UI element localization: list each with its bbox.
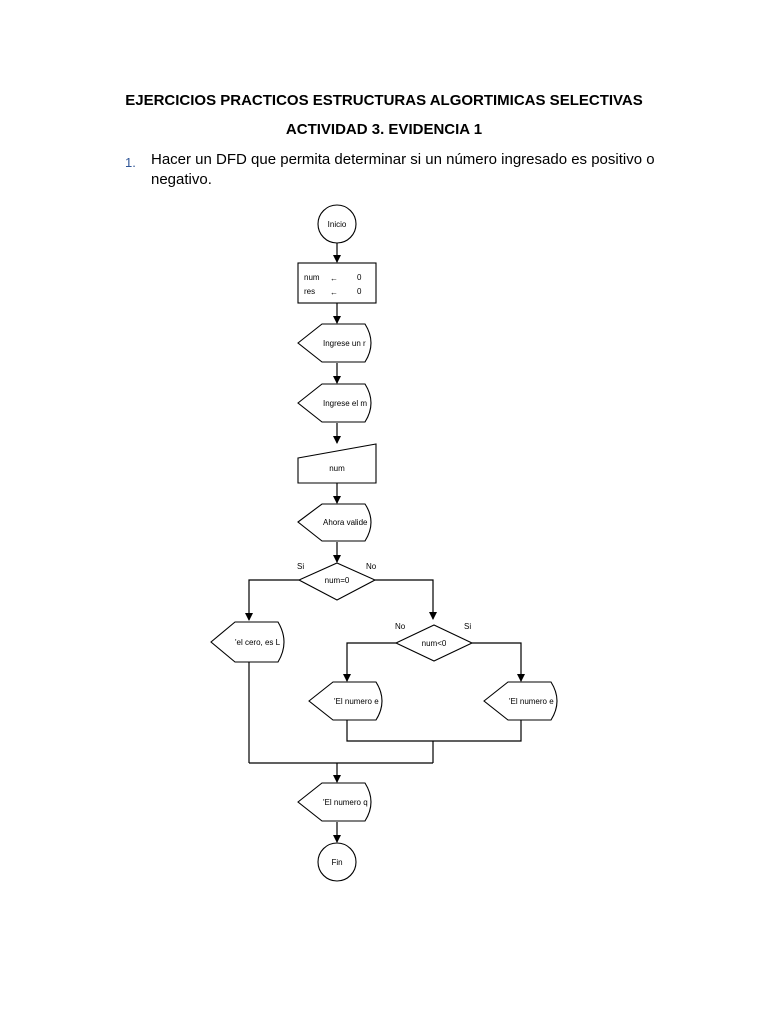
output-shape-right [483,681,558,721]
init-process-box [297,262,377,304]
init-val1: 0 [357,273,362,282]
init-var2: res [304,287,315,296]
connector-decision2-yes [472,642,525,682]
input-shape [297,443,377,484]
end-label: Fin [331,858,342,867]
output-label-right: 'El numero e [509,697,554,706]
connector-decision2-no [343,642,396,682]
connector-decision1-no [375,579,437,620]
input-label: num [329,464,345,473]
document-subtitle: ACTIVIDAD 3. EVIDENCIA 1 [285,121,483,138]
init-arrow2: ← [330,288,338,297]
output-shape-3 [297,503,372,542]
decision1-no-label: No [366,562,377,571]
output-label-final: 'El numero q [323,798,368,807]
start-terminal [317,204,357,244]
connector-decision1-yes [245,579,299,621]
output-shape-final [297,782,372,822]
document-title: EJERCICIOS PRACTICOS ESTRUCTURAS ALGORTI… [125,92,643,109]
decision2-no-label: No [395,622,406,631]
connector-merge-inner [346,719,522,742]
init-var1: num [304,273,320,282]
end-terminal [317,842,357,882]
decision2-yes-label: Si [464,622,471,631]
output-shape-2 [297,383,372,423]
output-label-1: Ingrese un r [323,339,366,348]
output-label-3: Ahora valide [323,518,368,527]
init-val2: 0 [357,287,362,296]
output-label-left: 'El numero e [334,697,379,706]
output-label-2: Ingrese el m [323,399,367,408]
decision-label-1: num=0 [325,576,350,585]
output-shape-1 [297,323,372,363]
list-item-text: Hacer un DFD que permita determinar si u… [151,151,655,188]
output-shape-left [308,681,383,721]
init-arrow1: ← [330,274,338,283]
decision-shape-2 [394,624,474,662]
decision-shape-1 [297,562,377,601]
decision1-yes-label: Si [297,562,304,571]
start-label: Inicio [328,220,347,229]
output-shape-zero [210,621,285,663]
decision-label-2: num<0 [422,639,447,648]
output-label-zero: 'el cero, es L [235,638,281,647]
list-item-number: 1. [125,155,136,170]
